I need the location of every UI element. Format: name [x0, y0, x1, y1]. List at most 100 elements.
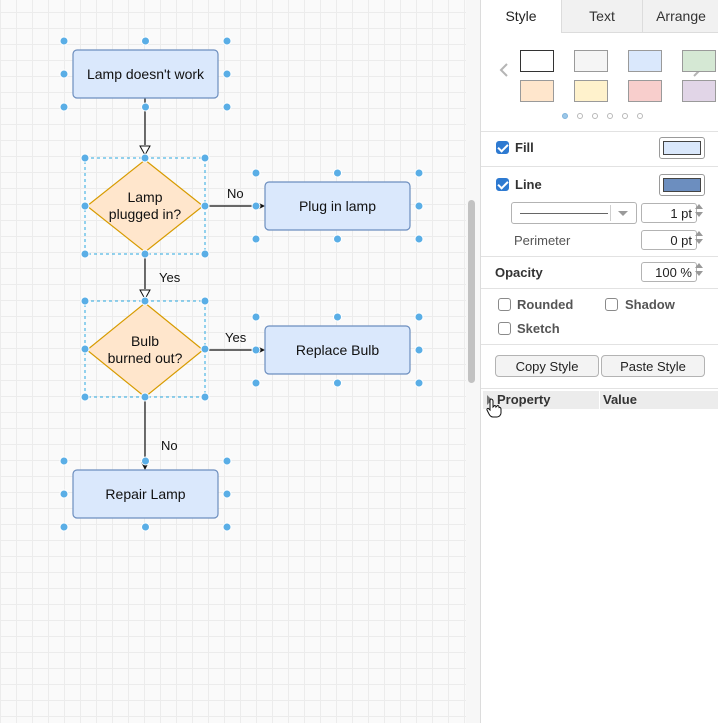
- node-decision2[interactable]: [86, 302, 204, 398]
- pagination-dot[interactable]: [607, 113, 613, 119]
- fill-color-preview: [663, 141, 701, 155]
- line-color-button[interactable]: [659, 174, 705, 196]
- resize-handle[interactable]: [251, 312, 261, 322]
- chevron-left-icon[interactable]: [499, 63, 509, 82]
- resize-handle[interactable]: [140, 249, 150, 259]
- resize-handle[interactable]: [80, 201, 90, 211]
- style-swatch[interactable]: [682, 50, 716, 72]
- select-separator: [610, 205, 611, 221]
- expand-triangle-icon[interactable]: [487, 395, 492, 405]
- resize-handle[interactable]: [251, 201, 261, 211]
- line-checkbox[interactable]: [496, 178, 509, 191]
- style-swatch[interactable]: [628, 50, 662, 72]
- resize-handle[interactable]: [222, 456, 232, 466]
- resize-handle[interactable]: [141, 102, 150, 112]
- pagination-dot[interactable]: [622, 113, 628, 119]
- style-swatch[interactable]: [628, 80, 662, 102]
- resize-handle[interactable]: [222, 36, 232, 46]
- style-swatch[interactable]: [520, 50, 554, 72]
- resize-handle[interactable]: [222, 69, 232, 79]
- resize-handle[interactable]: [80, 344, 90, 354]
- resize-handle[interactable]: [414, 168, 424, 178]
- resize-handle[interactable]: [80, 392, 90, 402]
- style-swatch[interactable]: [520, 80, 554, 102]
- resize-handle[interactable]: [200, 249, 210, 259]
- resize-handle[interactable]: [59, 522, 69, 532]
- diagram-canvas[interactable]: Lamp doesn't work Lamp plugged in? Plug …: [0, 0, 466, 723]
- node-repair[interactable]: [72, 469, 219, 519]
- style-swatch[interactable]: [574, 80, 608, 102]
- resize-handle[interactable]: [222, 102, 232, 112]
- resize-handle[interactable]: [200, 201, 210, 211]
- resize-handle[interactable]: [141, 36, 150, 46]
- resize-handle[interactable]: [200, 296, 210, 306]
- resize-handle[interactable]: [59, 69, 69, 79]
- resize-handle[interactable]: [222, 489, 232, 499]
- resize-handle[interactable]: [200, 392, 210, 402]
- resize-handle[interactable]: [414, 234, 424, 244]
- pagination-dot[interactable]: [637, 113, 643, 119]
- resize-handle[interactable]: [200, 344, 210, 354]
- opacity-stepper[interactable]: [695, 260, 704, 280]
- resize-handle[interactable]: [200, 153, 210, 163]
- fill-checkbox[interactable]: [496, 141, 509, 154]
- resize-handle[interactable]: [140, 153, 150, 163]
- pagination-dot[interactable]: [577, 113, 583, 119]
- paste-style-button[interactable]: Paste Style: [601, 355, 705, 377]
- resize-handle[interactable]: [414, 312, 424, 322]
- resize-handle[interactable]: [59, 489, 69, 499]
- resize-handle[interactable]: [414, 378, 424, 388]
- column-header-value[interactable]: Value: [603, 392, 637, 407]
- resize-handle[interactable]: [80, 296, 90, 306]
- resize-handle[interactable]: [140, 296, 150, 306]
- opacity-label: Opacity: [495, 265, 543, 280]
- sketch-checkbox[interactable]: [498, 322, 511, 335]
- properties-table-header: Property Value: [483, 391, 718, 409]
- resize-handle[interactable]: [333, 168, 342, 178]
- fill-color-button[interactable]: [659, 137, 705, 159]
- selection-handles[interactable]: [59, 36, 424, 532]
- line-pattern-select[interactable]: [511, 202, 637, 224]
- resize-handle[interactable]: [59, 36, 69, 46]
- divider: [481, 131, 718, 132]
- node-start[interactable]: [72, 49, 219, 99]
- style-swatch[interactable]: [574, 50, 608, 72]
- resize-handle[interactable]: [414, 345, 424, 355]
- canvas-scrollbar-thumb[interactable]: [468, 200, 475, 383]
- hand-cursor-icon: [486, 398, 502, 418]
- tab-arrange[interactable]: Arrange: [642, 0, 718, 33]
- resize-handle[interactable]: [251, 234, 261, 244]
- tab-text[interactable]: Text: [561, 0, 642, 33]
- copy-style-button[interactable]: Copy Style: [495, 355, 599, 377]
- pagination-dot[interactable]: [592, 113, 598, 119]
- resize-handle[interactable]: [333, 312, 342, 322]
- resize-handle[interactable]: [251, 378, 261, 388]
- style-swatch[interactable]: [682, 80, 716, 102]
- resize-handle[interactable]: [141, 456, 150, 466]
- resize-handle[interactable]: [80, 249, 90, 259]
- resize-handle[interactable]: [59, 456, 69, 466]
- resize-handle[interactable]: [333, 234, 342, 244]
- resize-handle[interactable]: [251, 345, 261, 355]
- resize-handle[interactable]: [333, 378, 342, 388]
- node-replace[interactable]: [264, 325, 411, 375]
- resize-handle[interactable]: [59, 102, 69, 112]
- opacity-input[interactable]: 100 %: [641, 262, 697, 282]
- pagination-dot[interactable]: [562, 113, 568, 119]
- column-header-property[interactable]: Property: [497, 392, 551, 407]
- resize-handle[interactable]: [251, 168, 261, 178]
- tab-style[interactable]: Style: [481, 0, 561, 33]
- perimeter-input[interactable]: 0 pt: [641, 230, 697, 250]
- line-width-input[interactable]: 1 pt: [641, 203, 697, 223]
- resize-handle[interactable]: [80, 153, 90, 163]
- line-width-stepper[interactable]: [695, 201, 704, 221]
- shadow-checkbox[interactable]: [605, 298, 618, 311]
- perimeter-stepper[interactable]: [695, 228, 704, 248]
- resize-handle[interactable]: [141, 522, 150, 532]
- node-plug-in[interactable]: [264, 181, 411, 231]
- resize-handle[interactable]: [140, 392, 150, 402]
- resize-handle[interactable]: [222, 522, 232, 532]
- resize-handle[interactable]: [414, 201, 424, 211]
- node-decision1[interactable]: [86, 159, 204, 253]
- rounded-checkbox[interactable]: [498, 298, 511, 311]
